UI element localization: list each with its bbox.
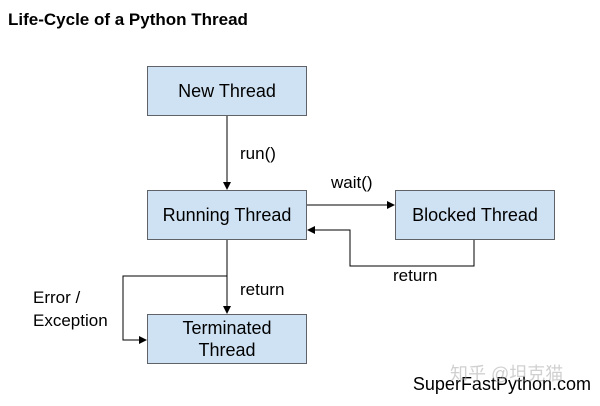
terminated-thread-label-line2: Thread <box>198 340 256 360</box>
edge-label-run: run() <box>240 144 276 163</box>
watermark-text: 知乎 @坦克猫 <box>450 364 564 384</box>
running-thread-node: Running Thread <box>147 190 307 240</box>
running-thread-label: Running Thread <box>162 205 292 225</box>
blocked-thread-node: Blocked Thread <box>395 190 555 240</box>
edge-label-error-line1: Error / <box>33 288 81 307</box>
terminated-thread-node: Terminated Thread <box>147 314 307 364</box>
edge-label-return-to-terminated: return <box>240 280 285 299</box>
terminated-thread-label-line1: Terminated <box>182 318 272 338</box>
diagram-title: Life-Cycle of a Python Thread <box>8 10 248 29</box>
edge-label-error-line2: Exception <box>33 311 108 330</box>
arrow-error-exception <box>122 275 227 344</box>
edge-label-return-from-blocked: return <box>393 266 438 285</box>
new-thread-label: New Thread <box>178 81 276 101</box>
new-thread-node: New Thread <box>147 66 307 116</box>
credit-text: SuperFastPython.com <box>412 374 591 394</box>
edge-label-wait: wait() <box>331 173 373 192</box>
blocked-thread-label: Blocked Thread <box>412 205 538 225</box>
edge-label-error-exception: Error / Exception <box>33 286 108 332</box>
arrow-return-from-blocked <box>307 226 475 267</box>
